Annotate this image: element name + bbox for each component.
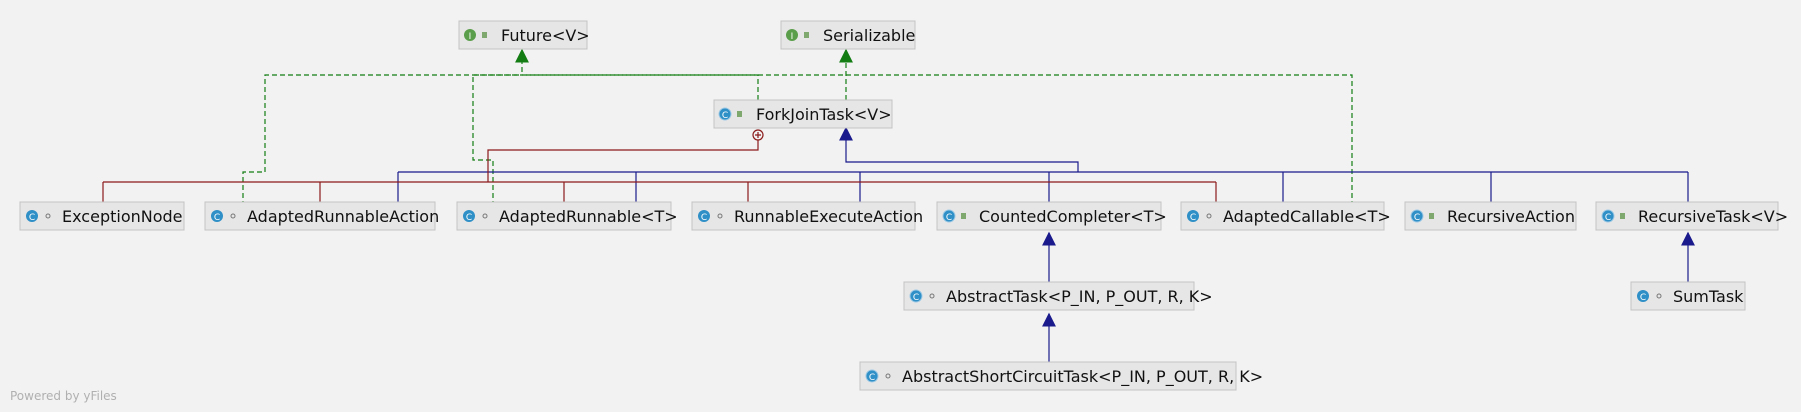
package-private-icon: [45, 213, 51, 219]
class-icon: [1637, 290, 1649, 302]
public-lock-icon: [961, 213, 966, 219]
edge-layer: [102, 48, 1695, 362]
class-icon: [1187, 210, 1199, 222]
node-label-runnableexecuteaction: RunnableExecuteAction: [734, 207, 923, 226]
node-adaptedrunnableaction[interactable]: C AdaptedRunnableAction: [204, 201, 439, 231]
class-icon-letter: C: [701, 213, 707, 223]
package-private-icon: [1206, 213, 1212, 219]
class-icon-letter: C: [1640, 293, 1646, 303]
interface-icon-letter: I: [791, 32, 794, 42]
node-adaptedrunnable[interactable]: C AdaptedRunnable<T>: [456, 201, 678, 231]
edge-adaptedrunnableaction-implements-future: [242, 74, 522, 206]
node-recursivetask[interactable]: C RecursiveTask<V>: [1595, 201, 1788, 231]
node-abstracttask[interactable]: C AbstractTask<P_IN, P_OUT, R, K>: [903, 281, 1213, 311]
class-icon: [463, 210, 475, 222]
node-label-abstractshortcircuittask: AbstractShortCircuitTask<P_IN, P_OUT, R,…: [902, 367, 1263, 387]
public-lock-icon: [1429, 213, 1434, 219]
class-icon-letter: C: [913, 293, 919, 303]
abstract-class-icon: [718, 107, 732, 121]
package-private-icon: [929, 293, 935, 299]
node-label-recursivetask: RecursiveTask<V>: [1638, 207, 1788, 226]
node-abstractshortcircuittask[interactable]: C AbstractShortCircuitTask<P_IN, P_OUT, …: [859, 361, 1263, 391]
class-icon-letter: C: [869, 373, 875, 383]
node-label-sumtask: SumTask: [1673, 287, 1744, 306]
interface-icon: [464, 29, 476, 41]
node-label-abstracttask: AbstractTask<P_IN, P_OUT, R, K>: [946, 287, 1213, 307]
abstract-class-icon: [865, 369, 879, 383]
node-runnableexecuteaction[interactable]: C RunnableExecuteAction: [691, 201, 923, 231]
abstract-class-icon: [1601, 209, 1615, 223]
class-icon-letter: C: [29, 213, 35, 223]
class-icon-letter: C: [214, 213, 220, 223]
edge-adaptedcallable-implements-future: [522, 74, 1353, 206]
node-countedcompleter[interactable]: C CountedCompleter<T>: [936, 201, 1167, 231]
public-lock-icon: [482, 32, 487, 38]
node-recursiveaction[interactable]: C RecursiveAction: [1404, 201, 1577, 231]
package-private-icon: [230, 213, 236, 219]
class-icon: [698, 210, 710, 222]
class-icon-letter: C: [1190, 213, 1196, 223]
abstract-class-icon: [1410, 209, 1424, 223]
node-sumtask[interactable]: C SumTask: [1630, 281, 1746, 311]
class-icon: [211, 210, 223, 222]
package-private-icon: [482, 213, 488, 219]
edge-forkjoin-implements-future: [515, 48, 759, 100]
public-lock-icon: [804, 32, 809, 38]
node-serializable[interactable]: I Serializable: [780, 20, 916, 50]
public-lock-icon: [737, 111, 742, 117]
class-icon: [26, 210, 38, 222]
node-label-adaptedcallable: AdaptedCallable<T>: [1223, 207, 1391, 226]
class-icon-letter: C: [1414, 213, 1420, 223]
node-exceptionnode[interactable]: C ExceptionNode: [19, 201, 185, 231]
node-label-serializable: Serializable: [823, 26, 915, 45]
node-label-adaptedrunnable: AdaptedRunnable<T>: [499, 207, 678, 226]
class-icon-letter: C: [1605, 213, 1611, 223]
node-adaptedcallable[interactable]: C AdaptedCallable<T>: [1180, 201, 1391, 231]
node-future[interactable]: I Future<V>: [458, 20, 590, 50]
node-label-forkjoin: ForkJoinTask<V>: [756, 105, 892, 124]
node-label-recursiveaction: RecursiveAction: [1447, 207, 1575, 226]
node-forkjoin[interactable]: C ForkJoinTask<V>: [713, 99, 893, 129]
package-private-icon: [717, 213, 723, 219]
class-icon-letter: C: [466, 213, 472, 223]
powered-by-footer: Powered by yFiles: [10, 389, 117, 403]
edge-inner-forkjoin-drop: [487, 138, 759, 182]
abstract-class-icon: [942, 209, 956, 223]
edge-bus-to-forkjoin: [839, 126, 1079, 172]
public-lock-icon: [1620, 213, 1625, 219]
edge-adaptedrunnable-implements-future: [472, 74, 522, 206]
abstract-class-icon: [909, 289, 923, 303]
package-private-icon: [885, 373, 891, 379]
node-label-countedcompleter: CountedCompleter<T>: [979, 207, 1167, 226]
node-label-future: Future<V>: [501, 26, 590, 45]
class-icon-letter: C: [722, 111, 728, 121]
interface-icon-letter: I: [469, 32, 472, 42]
interface-icon: [786, 29, 798, 41]
package-private-icon: [1656, 293, 1662, 299]
class-icon-letter: C: [946, 213, 952, 223]
node-label-exceptionnode: ExceptionNode: [62, 207, 183, 226]
inner-class-anchor-cross: [755, 132, 761, 138]
node-label-adaptedrunnableaction: AdaptedRunnableAction: [247, 207, 439, 226]
